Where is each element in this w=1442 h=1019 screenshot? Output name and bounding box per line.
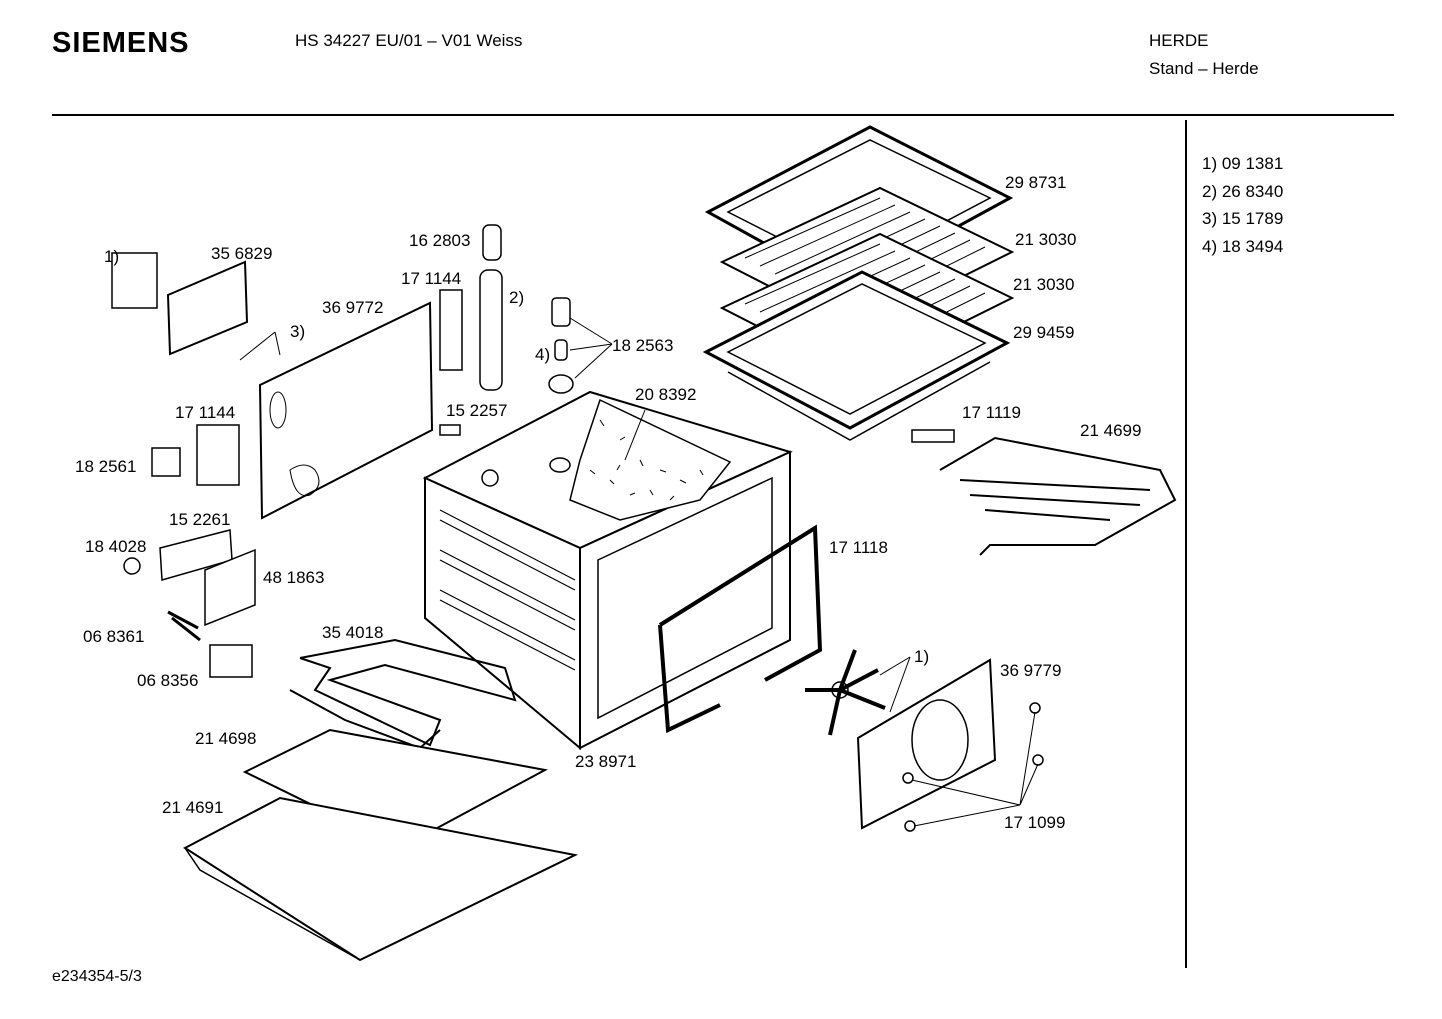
switch-module-illustration xyxy=(111,252,249,356)
category-title: HERDE xyxy=(1149,31,1209,50)
part-label: 16 2803 xyxy=(409,231,470,250)
part-label: 21 4698 xyxy=(195,729,256,748)
document-id: e234354-5/3 xyxy=(52,968,142,985)
legend-item: 1) 09 1381 xyxy=(1202,154,1284,173)
part-label: 06 8356 xyxy=(137,671,198,690)
part-label: 1) xyxy=(104,247,119,266)
legend-item: 3) 15 1789 xyxy=(1202,209,1284,229)
part-label: 48 1863 xyxy=(263,568,324,587)
header-divider xyxy=(52,114,1394,116)
thermostat-illustration xyxy=(151,447,181,477)
part-label: 29 8731 xyxy=(1005,173,1066,192)
part-label: 18 2561 xyxy=(75,457,136,476)
part-label: 21 3030 xyxy=(1013,275,1074,294)
part-label: 15 2257 xyxy=(446,401,507,420)
legend-item: 2) 26 8340 xyxy=(1202,181,1284,201)
clip-illustration xyxy=(439,424,461,436)
part-label: 4) xyxy=(535,345,550,364)
deep-tray-illustration xyxy=(702,270,1011,441)
part-label: 36 9772 xyxy=(322,298,383,317)
brand-logo: SIEMENS xyxy=(52,27,190,59)
part-label: 17 1144 xyxy=(401,269,461,288)
part-label: 17 1099 xyxy=(1004,813,1065,832)
part-label: 21 4699 xyxy=(1080,421,1141,440)
door-seal-illustration xyxy=(658,524,823,734)
heating-element-illustration xyxy=(299,638,517,747)
part-label: 20 8392 xyxy=(635,385,696,404)
part-label: 1) xyxy=(914,647,929,666)
part-label: 06 8361 xyxy=(83,627,144,646)
insulation-mat-illustration xyxy=(569,398,732,521)
tube-illustration xyxy=(479,224,503,391)
legend-divider xyxy=(1185,120,1187,968)
back-panel-illustration xyxy=(258,301,434,520)
exploded-parts-diagram: 1) 35 6829 36 9772 3) 16 2803 17 1144 2)… xyxy=(75,125,1177,962)
fan-illustration xyxy=(805,649,886,736)
part-label: 15 2261 xyxy=(169,510,230,529)
part-label: 17 1118 xyxy=(829,538,888,557)
part-label: 18 4028 xyxy=(85,537,146,556)
screw-illustration xyxy=(123,557,141,575)
part-label: 23 8971 xyxy=(575,752,636,771)
part-label: 36 9779 xyxy=(1000,661,1061,680)
part-label: 17 1144 xyxy=(175,403,235,422)
heating-element-illustration xyxy=(289,689,441,750)
part-label: 17 1119 xyxy=(962,403,1021,422)
bottom-pan-illustration xyxy=(183,796,579,962)
seal-strip-illustration xyxy=(911,429,955,443)
part-label: 35 6829 xyxy=(211,244,272,263)
mounting-plate-illustration xyxy=(204,548,256,627)
part-label: 18 2563 xyxy=(612,336,673,355)
screws-illustration xyxy=(167,610,201,642)
part-label: 3) xyxy=(290,322,305,341)
bracket-illustration xyxy=(439,289,463,371)
part-label: 35 4018 xyxy=(322,623,383,642)
part-label: 2) xyxy=(509,288,524,307)
lamp-parts-illustration xyxy=(548,297,613,394)
hinge-bracket-illustration xyxy=(196,424,240,486)
screws-illustration xyxy=(902,702,1044,832)
legend-item: 4) 18 3494 xyxy=(1202,237,1284,257)
part-label: 29 9459 xyxy=(1013,323,1074,342)
legend-list: 1) 09 1381 2) 26 8340 3) 15 1789 4) 18 3… xyxy=(1202,150,1283,261)
fan-cover-illustration xyxy=(856,658,997,830)
model-title: HS 34227 EU/01 – V01 Weiss xyxy=(295,31,523,50)
subcategory-title: Stand – Herde xyxy=(1149,59,1259,78)
lock-illustration xyxy=(209,644,253,678)
grill-element-illustration xyxy=(939,436,1177,556)
part-label: 21 4691 xyxy=(162,798,223,817)
part-label: 21 3030 xyxy=(1015,230,1076,249)
